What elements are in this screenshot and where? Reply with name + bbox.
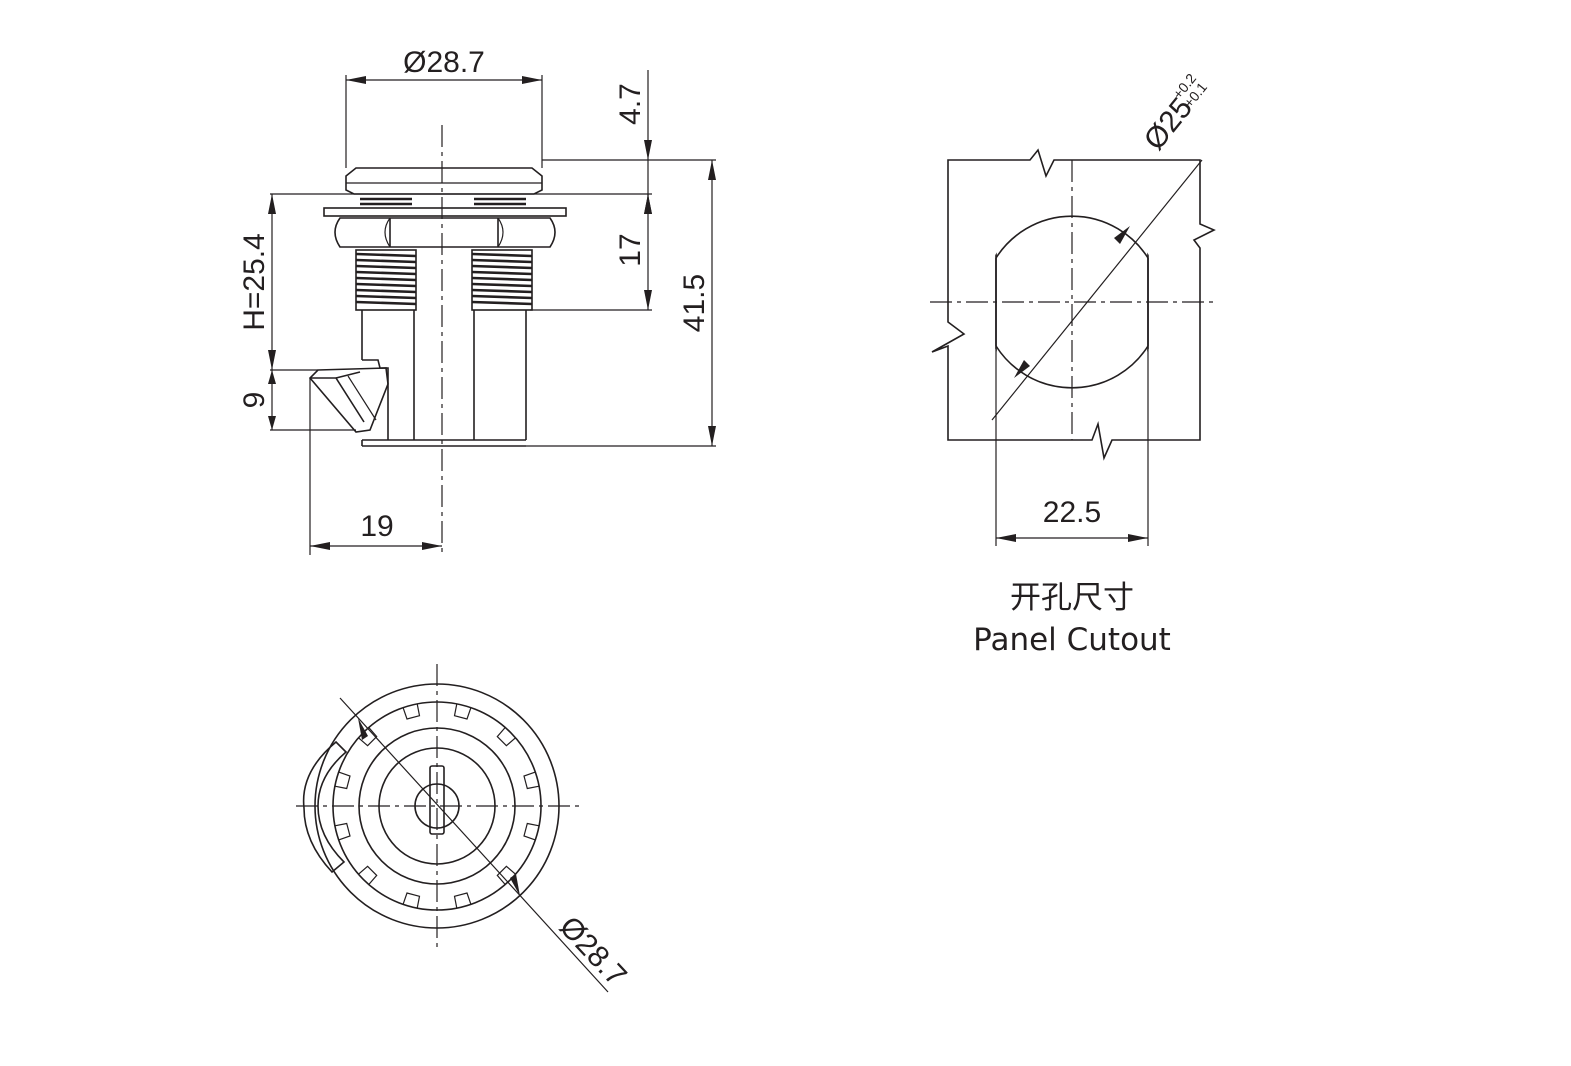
front-cam bbox=[302, 740, 348, 874]
thread-line bbox=[471, 282, 533, 288]
thread-line bbox=[355, 264, 417, 270]
dim-cam-thickness: 9 bbox=[238, 370, 276, 430]
key-slot bbox=[429, 765, 445, 835]
side-view: Ø28.7 4.7 17 41.5 H=25.4 bbox=[238, 46, 716, 555]
thread-line bbox=[471, 300, 533, 306]
knurl-notch bbox=[358, 727, 378, 747]
knurl-notch bbox=[453, 892, 472, 909]
dim-thread-length: 17 bbox=[614, 194, 652, 310]
dim-head-height: 4.7 bbox=[614, 70, 652, 214]
thread-line bbox=[355, 252, 417, 258]
knurl-notch bbox=[453, 703, 472, 720]
thread-line bbox=[355, 276, 417, 282]
dim-flat-width: 22.5 bbox=[995, 346, 1149, 546]
caption-english: Panel Cutout bbox=[973, 622, 1171, 658]
knurl-notch bbox=[334, 771, 351, 790]
knurl-notch bbox=[496, 865, 516, 885]
panel-cutout-view: Ø25 +0.2 +0.1 22.5 开孔尺寸 Panel Cutout bbox=[930, 70, 1216, 658]
thread-line bbox=[471, 276, 533, 282]
dim-h: H=25.4 bbox=[238, 194, 276, 370]
outer-bezel bbox=[314, 683, 560, 929]
label-head-height: 4.7 bbox=[614, 83, 647, 125]
thread-line bbox=[471, 270, 533, 276]
caption-chinese: 开孔尺寸 bbox=[1010, 580, 1134, 616]
knurl-notch bbox=[334, 822, 351, 841]
keyway-circle bbox=[414, 783, 460, 829]
thread-line bbox=[355, 288, 417, 294]
ring-3 bbox=[358, 727, 516, 885]
knurl-notch bbox=[523, 771, 540, 790]
knurl-notch bbox=[402, 703, 421, 720]
hex-nut bbox=[334, 217, 556, 248]
thread-line bbox=[471, 264, 533, 270]
thread-line bbox=[471, 294, 533, 300]
knurl-notch bbox=[496, 727, 516, 747]
label-head-diameter: Ø28.7 bbox=[403, 46, 485, 79]
dim-cutout-diameter: Ø25 +0.2 +0.1 bbox=[991, 70, 1210, 421]
dim-front-diameter: Ø28.7 bbox=[339, 697, 633, 993]
thread-line bbox=[355, 300, 417, 306]
thread-line bbox=[355, 282, 417, 288]
label-front-diameter: Ø28.7 bbox=[553, 910, 633, 992]
thread-line bbox=[471, 252, 533, 258]
label-cam-thickness: 9 bbox=[238, 392, 271, 409]
plug-ring bbox=[378, 747, 496, 865]
lock-body bbox=[361, 310, 527, 447]
front-view: Ø28.7 bbox=[296, 664, 633, 993]
lock-head bbox=[345, 167, 543, 195]
lower-threads bbox=[355, 249, 533, 311]
label-total-length: 41.5 bbox=[678, 274, 711, 332]
knurl-notches bbox=[334, 703, 540, 909]
thread-line bbox=[355, 258, 417, 264]
thread-line bbox=[355, 294, 417, 300]
knurl-notch bbox=[402, 892, 421, 909]
label-cam-offset: 19 bbox=[360, 510, 393, 543]
thread-line bbox=[471, 288, 533, 294]
ring-2 bbox=[332, 701, 542, 911]
knurl-notch bbox=[523, 822, 540, 841]
label-flat-width: 22.5 bbox=[1043, 496, 1101, 529]
thread-line bbox=[471, 258, 533, 264]
dim-head-diameter: Ø28.7 bbox=[346, 46, 542, 84]
label-thread-length: 17 bbox=[614, 233, 647, 266]
dim-total-length: 41.5 bbox=[678, 160, 716, 446]
washer bbox=[323, 207, 567, 217]
dim-cam-offset: 19 bbox=[310, 510, 442, 550]
knurl-notch bbox=[358, 865, 378, 885]
upper-threads bbox=[360, 197, 526, 206]
label-h: H=25.4 bbox=[238, 233, 271, 331]
thread-line bbox=[355, 270, 417, 276]
panel-outline bbox=[931, 148, 1216, 461]
cam bbox=[308, 367, 389, 433]
